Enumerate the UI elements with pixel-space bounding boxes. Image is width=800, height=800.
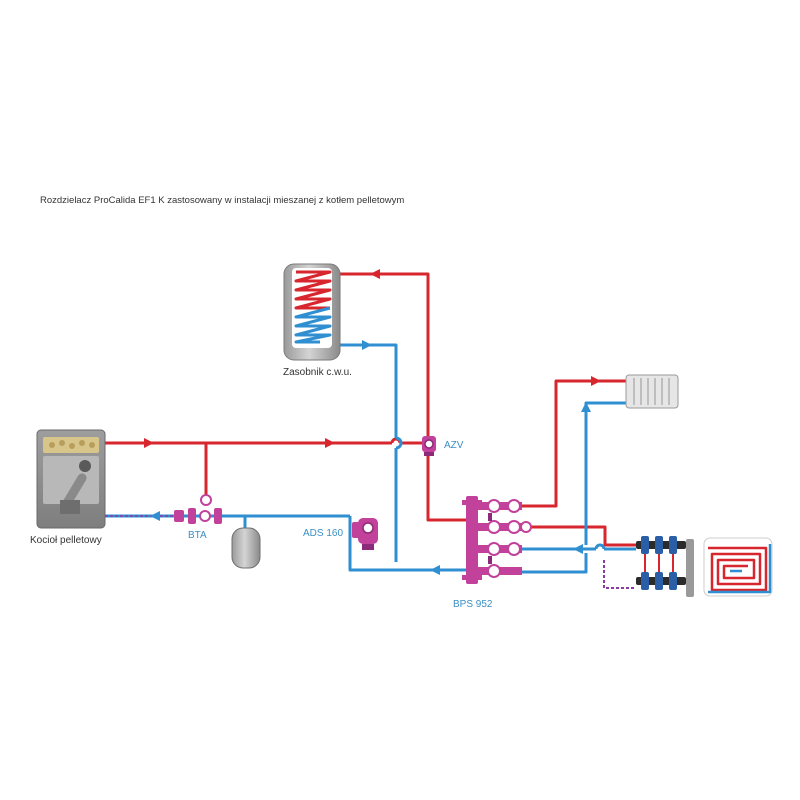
tank-label: Zasobnik c.w.u. xyxy=(283,367,352,378)
return-from-tank xyxy=(340,343,398,562)
manifold-crossover-hop xyxy=(594,543,606,550)
supply-riser-tank xyxy=(340,272,430,443)
arrow-return-bps xyxy=(430,565,440,575)
arrow-return-radiator-1 xyxy=(581,402,591,412)
bta-fitting xyxy=(174,494,222,524)
return-crossover-hop xyxy=(395,436,403,450)
floor-manifold xyxy=(636,536,694,597)
azv-valve xyxy=(422,436,436,456)
tank-coil-cold xyxy=(294,306,332,344)
flow-arrows xyxy=(144,269,601,575)
return-loop-ads xyxy=(348,516,468,572)
return-from-radiator xyxy=(520,401,628,574)
arrow-supply-2 xyxy=(325,438,335,448)
expansion-vessel xyxy=(231,527,261,569)
arrow-supply-radiator xyxy=(591,376,601,386)
azv-label: AZV xyxy=(444,440,464,451)
bps-label: BPS 952 xyxy=(453,599,493,610)
bps-distributor xyxy=(462,496,532,584)
manifold-mixed-line xyxy=(603,560,636,589)
ads-label: ADS 160 xyxy=(303,528,343,539)
bta-label: BTA xyxy=(188,530,207,541)
arrow-supply-tank xyxy=(370,269,380,279)
arrow-return-radiator-2 xyxy=(573,544,583,554)
tank-coil-hot xyxy=(294,270,332,310)
supply-to-bps xyxy=(426,452,468,522)
underfloor-loop xyxy=(703,537,773,597)
supply-pipes xyxy=(105,270,636,547)
boiler-label: Kocioł pelletowy xyxy=(30,535,102,546)
supply-to-manifold xyxy=(520,525,636,547)
radiator xyxy=(625,374,679,409)
supply-to-radiator xyxy=(520,379,628,508)
arrow-return-boiler xyxy=(150,511,160,521)
pellet-boiler xyxy=(36,429,106,529)
arrow-supply-1 xyxy=(144,438,154,448)
arrow-return-tank xyxy=(362,340,372,350)
ads-separator xyxy=(352,518,378,550)
diagram-title: Rozdzielacz ProCalida EF1 K zastosowany … xyxy=(40,195,404,206)
